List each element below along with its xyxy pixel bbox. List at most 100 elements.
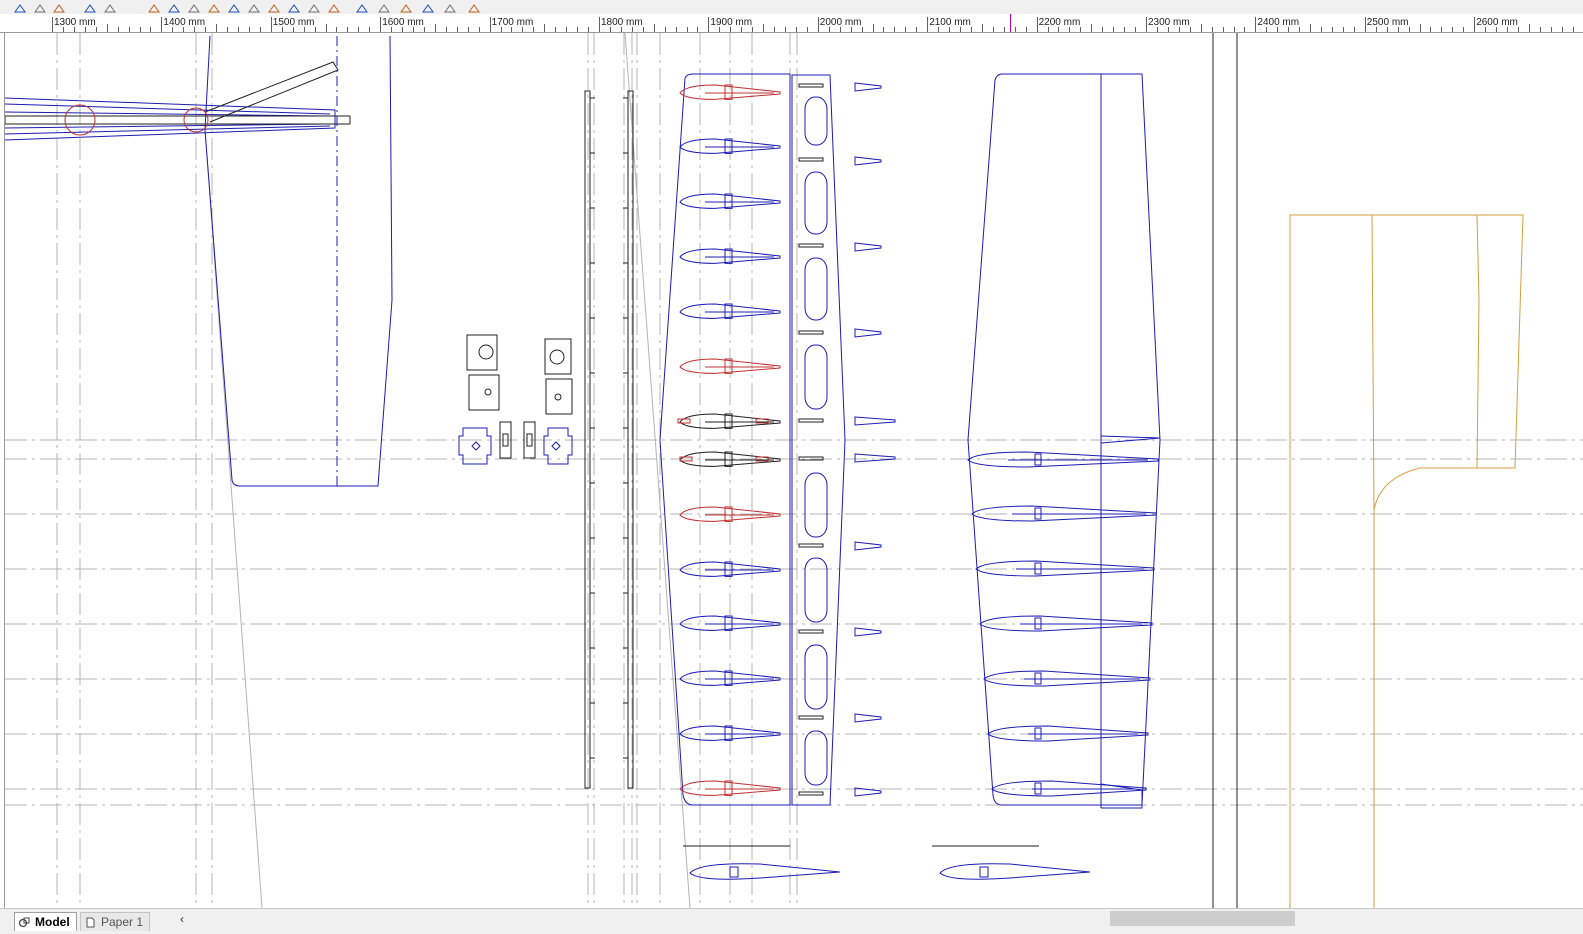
drawing-canvas[interactable] (5, 33, 1583, 908)
ruler-minor-tick (719, 27, 721, 32)
sheet-slot (798, 456, 824, 461)
ruler-minor-tick (960, 27, 962, 32)
lightening-hole (804, 730, 828, 786)
ruler-major-tick (708, 17, 710, 32)
ruler-minor-tick (347, 27, 349, 32)
render-icon[interactable] (468, 1, 480, 13)
rib-airfoil (679, 615, 781, 631)
tab-model[interactable]: Model (14, 912, 77, 931)
snap-nearest-icon[interactable] (248, 1, 260, 13)
ruler-tick-label: 1400 mm (163, 17, 206, 28)
rib-spar-notch (724, 725, 733, 741)
rib-spar-notch (1034, 782, 1042, 795)
ruler-tick-label: 1800 mm (601, 17, 643, 28)
visual-style-icon[interactable] (444, 1, 456, 13)
rib-spar-notch (724, 670, 733, 686)
view-front-icon[interactable] (356, 1, 368, 13)
sheet-slot (798, 629, 824, 634)
rib-spar-notch (724, 248, 733, 264)
sheet-slot (798, 243, 824, 248)
lightening-hole (804, 257, 828, 321)
snap-midpoint-icon[interactable] (84, 1, 96, 13)
ruler-minor-tick (588, 27, 590, 32)
orange-outline (1289, 214, 1524, 908)
ruler-minor-tick (1310, 24, 1312, 32)
ruler-major-tick (1036, 17, 1038, 32)
wing-panel-right (967, 73, 1161, 809)
ruler-minor-tick (631, 27, 633, 32)
horizontal-scrollbar-thumb[interactable] (1110, 911, 1295, 926)
rib-airfoil (679, 358, 781, 374)
snap-center-icon[interactable] (104, 1, 116, 13)
tab-paper-1[interactable]: Paper 1 (80, 912, 151, 931)
gusset-tab (854, 82, 882, 92)
ruler-minor-tick (73, 27, 75, 32)
ruler-minor-tick (1419, 24, 1421, 32)
ruler-minor-tick (292, 27, 294, 32)
rib-spar-notch (724, 615, 733, 631)
ruler-minor-tick (1003, 27, 1005, 32)
ruler-minor-tick (1167, 27, 1169, 32)
layer-icon[interactable] (14, 1, 26, 13)
rib-airfoil (679, 451, 781, 467)
snap-perpendicular-icon[interactable] (208, 1, 220, 13)
ruler-minor-tick (1561, 27, 1563, 32)
construction-lines (5, 33, 1583, 908)
ruler-minor-tick (609, 27, 611, 32)
ruler-minor-tick (1375, 27, 1377, 32)
snap-node-icon[interactable] (148, 1, 160, 13)
ruler-minor-tick (544, 24, 546, 32)
ruler-minor-tick (248, 27, 250, 32)
ruler-major-tick (270, 17, 272, 32)
ruler-minor-tick (806, 27, 808, 32)
rib-spar-notch (1034, 507, 1042, 520)
ruler-major-tick (52, 17, 53, 32)
ruler-major-tick (599, 17, 600, 32)
move-icon[interactable] (400, 1, 412, 13)
sheet-slot (798, 791, 824, 796)
rib-airfoil (679, 561, 781, 577)
ruler-minor-tick (981, 24, 983, 32)
gusset-tab (854, 787, 882, 797)
gusset-tabs (854, 82, 896, 797)
ruler-minor-tick (1408, 27, 1410, 32)
model-icon (19, 917, 30, 928)
rib-airfoil (679, 303, 781, 319)
ruler-minor-tick (1517, 27, 1519, 32)
snap-tangent-icon[interactable] (228, 1, 240, 13)
ruler-minor-tick (1244, 27, 1246, 32)
ruler-minor-tick (1200, 24, 1202, 32)
wing-outline (659, 73, 791, 806)
ruler-minor-tick (1397, 27, 1399, 32)
ruler-tick-label: 1700 mm (491, 17, 534, 28)
rib-airfoil (679, 506, 781, 522)
ruler-minor-tick (281, 27, 283, 32)
ruler-major-tick (161, 17, 163, 32)
ucs-icon[interactable] (422, 1, 434, 13)
view-iso-icon[interactable] (328, 1, 340, 13)
ruler-tick-label: 2100 mm (929, 17, 971, 28)
ruler-minor-tick (894, 27, 896, 32)
ruler-minor-tick (314, 27, 316, 32)
snap-intersection-icon[interactable] (188, 1, 200, 13)
view-side-icon[interactable] (378, 1, 390, 13)
rib-spar-notch (1034, 672, 1042, 685)
tab-scroll-left-icon[interactable]: ‹ (180, 912, 184, 926)
snap-off-icon[interactable] (268, 1, 280, 13)
snap-quadrant-icon[interactable] (168, 1, 180, 13)
view-top-icon[interactable] (308, 1, 320, 13)
view-plan-icon[interactable] (288, 1, 300, 13)
ruler-tick-label: 1600 mm (382, 17, 424, 28)
rib-spar-notch (724, 138, 733, 154)
rib-marker (755, 418, 769, 424)
gusset-tab (854, 416, 896, 426)
text-style-icon[interactable] (34, 1, 46, 13)
snap-endpoint-icon[interactable] (53, 1, 65, 13)
ruler-minor-tick (1342, 27, 1344, 32)
ruler-minor-tick (675, 27, 677, 32)
fuselage-part (5, 35, 393, 487)
lightening-hole (804, 344, 828, 410)
rib-airfoil (987, 725, 1149, 742)
ruler-minor-tick (205, 27, 207, 32)
